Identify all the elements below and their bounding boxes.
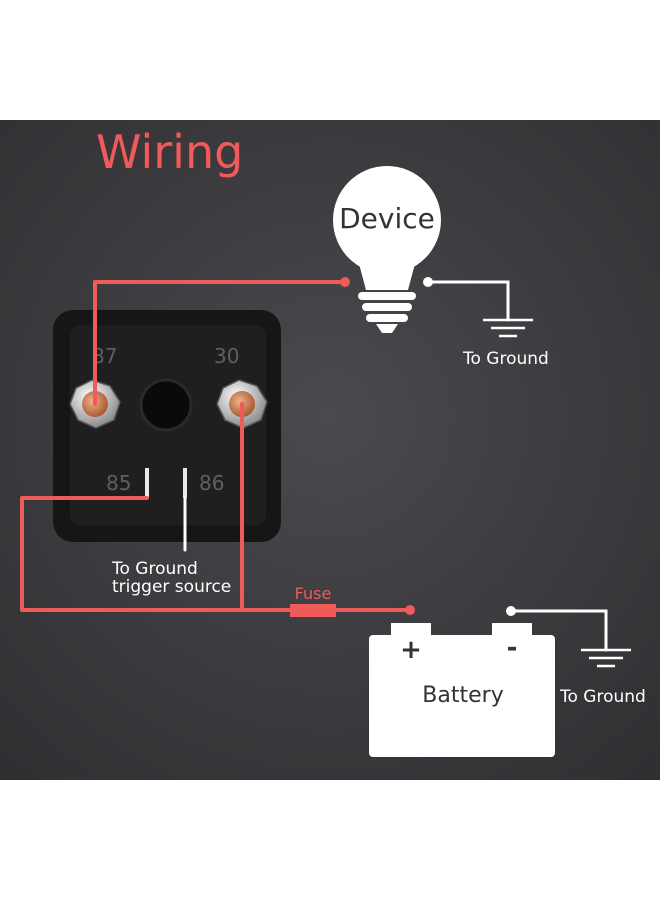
relay: 87 30 85 86	[53, 310, 281, 542]
battery-minus-sign: -	[507, 633, 518, 663]
battery-plus-sign: +	[400, 635, 422, 665]
battery-red-terminal-dot	[405, 605, 415, 615]
relay-center-hole	[139, 378, 193, 432]
diagram-title: Wiring	[96, 125, 243, 179]
bulb-base-ring-3	[366, 314, 408, 322]
battery-body	[369, 635, 555, 757]
battery-white-terminal-dot	[506, 606, 516, 616]
fuse-label: Fuse	[295, 584, 332, 603]
battery-ground-label: To Ground	[559, 687, 646, 707]
wire-85-to-battery	[20, 496, 412, 612]
battery: + - Battery	[369, 623, 555, 757]
wire-battery-to-ground	[509, 609, 608, 652]
bulb-base-ring-1	[358, 292, 416, 300]
trigger-label-line2: trigger source	[112, 577, 231, 597]
device-bulb: Device	[333, 166, 441, 333]
bulb-base-ring-2	[362, 303, 412, 311]
pin-30-label: 30	[214, 344, 239, 368]
white-wires	[183, 280, 608, 652]
device-label: Device	[339, 202, 435, 235]
device-white-terminal-dot	[423, 277, 433, 287]
pin-86-label: 86	[199, 471, 224, 495]
wiring-diagram-panel: Wiring 87 30 85 86 Device	[0, 120, 660, 780]
device-ground-label: To Ground	[462, 349, 549, 369]
red-wires	[20, 280, 412, 612]
pin-85-spade	[145, 468, 149, 498]
pin-85-label: 85	[106, 471, 131, 495]
ground-icon	[483, 318, 533, 338]
ground-icon	[581, 648, 631, 668]
battery-label: Battery	[422, 683, 503, 708]
wire-device-to-87	[93, 280, 347, 406]
trigger-label-line1: To Ground	[111, 559, 198, 579]
bulb-glass	[333, 166, 441, 274]
fuse	[290, 604, 336, 617]
wiring-diagram: Wiring 87 30 85 86 Device	[0, 120, 660, 780]
wire-device-to-ground	[426, 280, 510, 322]
device-red-terminal-dot	[340, 277, 350, 287]
pin-86-spade	[183, 468, 187, 498]
